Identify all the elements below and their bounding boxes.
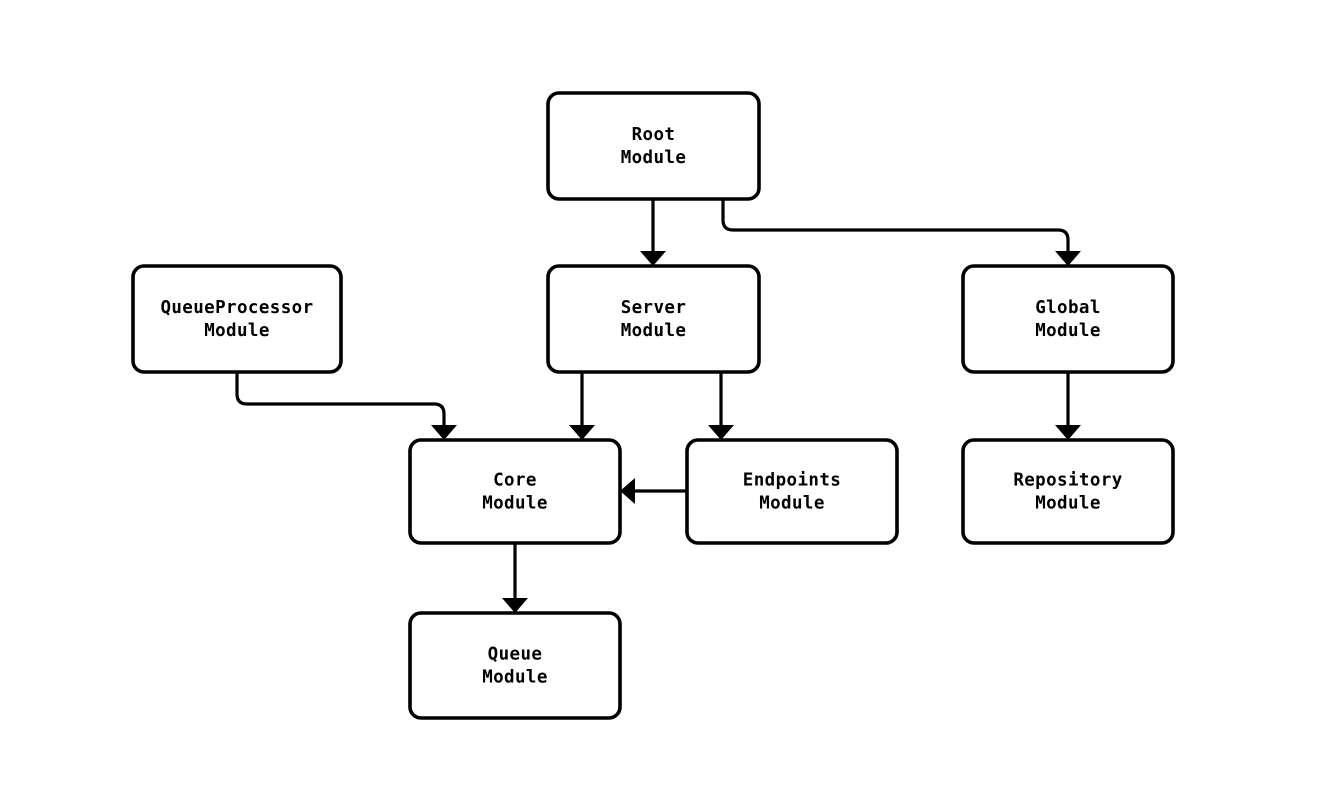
node-box[interactable] [961, 264, 1175, 374]
node-box[interactable] [685, 438, 899, 545]
node-label-line1: Queue [488, 645, 543, 665]
node-label-line2: Module [621, 321, 687, 341]
arrowhead-icon [431, 425, 457, 440]
arrowhead-icon [620, 478, 635, 504]
node-label-line1: Root [632, 125, 676, 145]
arrowhead-icon [569, 425, 595, 440]
node-label-line1: Repository [1013, 471, 1122, 491]
node-box[interactable] [546, 264, 761, 374]
node-label-line1: Server [621, 298, 687, 318]
node-box[interactable] [408, 611, 622, 720]
node-label-line2: Module [204, 321, 270, 341]
edge-root-to-server [640, 199, 666, 266]
node-label-line2: Module [621, 148, 687, 168]
node-label-line1: Global [1035, 298, 1101, 318]
node-label-line2: Module [1035, 494, 1101, 514]
node-box[interactable] [546, 91, 761, 201]
edge-root-to-global [721, 199, 1081, 266]
node-label-line2: Module [482, 668, 548, 688]
edge-endpoints-to-core [620, 478, 687, 504]
edge-server-to-endpoints [708, 372, 734, 440]
edge-server-to-core [569, 372, 595, 440]
nodes-layer: RootModuleQueueProcessorModuleServerModu… [131, 91, 1175, 720]
arrowhead-icon [640, 251, 666, 266]
node-label-line1: QueueProcessor [160, 298, 313, 318]
node-box[interactable] [961, 438, 1175, 545]
node-label-line1: Core [493, 471, 537, 491]
edge-global-to-repository [1055, 372, 1081, 440]
node-box[interactable] [408, 438, 622, 545]
arrowhead-icon [1055, 251, 1081, 266]
arrowhead-icon [708, 425, 734, 440]
node-label-line1: Endpoints [743, 471, 841, 491]
edge-queueprocessor-to-core [235, 372, 457, 440]
edges-layer [235, 199, 1081, 613]
arrowhead-icon [502, 598, 528, 613]
edge-line [235, 372, 446, 426]
node-box[interactable] [131, 264, 343, 374]
edge-core-to-queue [502, 543, 528, 613]
arrowhead-icon [1055, 425, 1081, 440]
edge-line [721, 199, 1070, 252]
node-label-line2: Module [759, 494, 825, 514]
node-label-line2: Module [1035, 321, 1101, 341]
node-label-line2: Module [482, 494, 548, 514]
